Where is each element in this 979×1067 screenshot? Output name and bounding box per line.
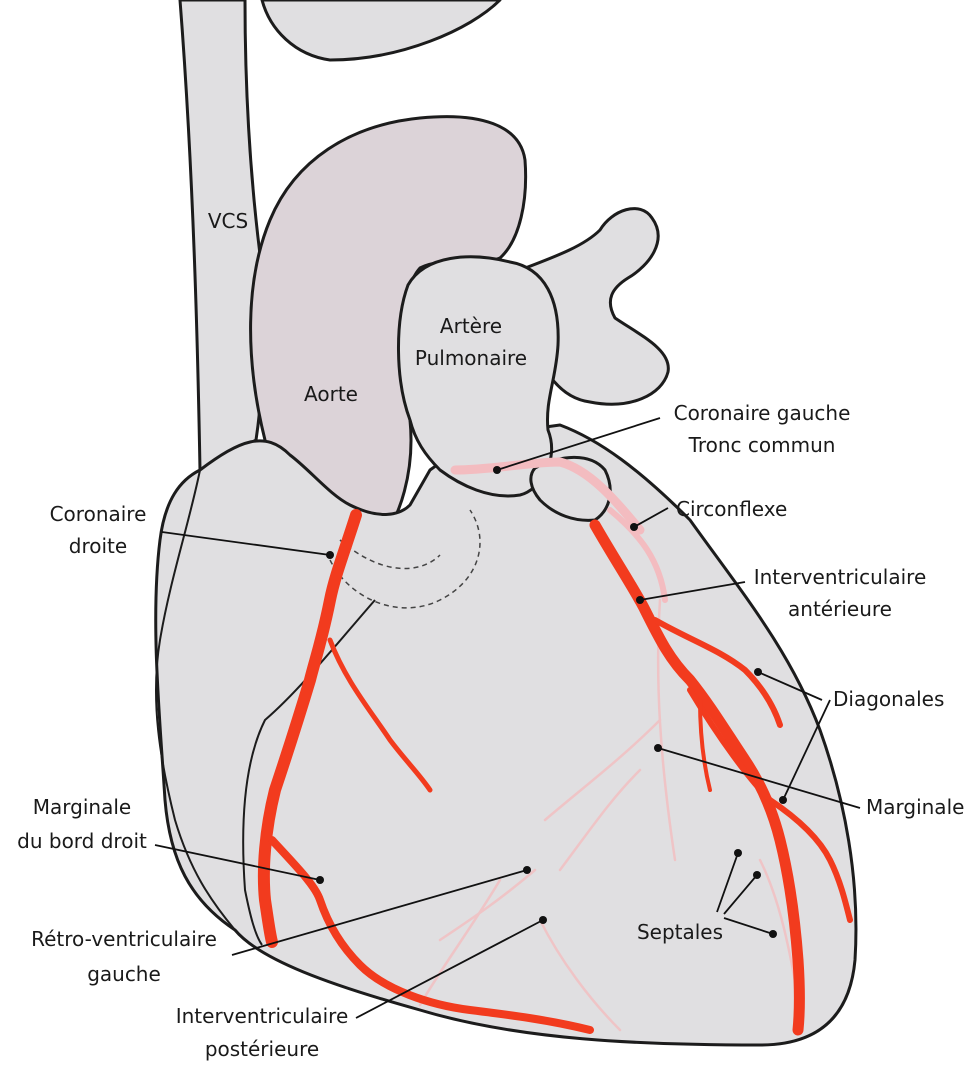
label-coronaire-droite-2: droite <box>69 534 127 558</box>
label-artere-pulmonaire-2: Pulmonaire <box>415 346 527 370</box>
label-aorte: Aorte <box>304 382 358 406</box>
label-retro-ventriculaire-2: gauche <box>87 962 161 986</box>
dot-septales-1 <box>734 849 742 857</box>
dot-septales-2 <box>753 871 761 879</box>
label-iva-1: Interventriculaire <box>754 565 927 589</box>
label-coronaire-gauche-2: Tronc commun <box>688 433 836 457</box>
label-ivp-1: Interventriculaire <box>176 1004 349 1028</box>
label-diagonales: Diagonales <box>833 687 944 711</box>
label-iva-2: antérieure <box>788 597 892 621</box>
dot-diagonales-1 <box>754 668 762 676</box>
dot-marginale-bord-droit <box>316 876 324 884</box>
dot-circonflexe <box>630 523 638 531</box>
label-ivp-2: postérieure <box>205 1037 319 1061</box>
label-circonflexe: Circonflexe <box>676 497 787 521</box>
dot-ivp <box>539 916 547 924</box>
dot-iva <box>636 596 644 604</box>
label-artere-pulmonaire-1: Artère <box>440 314 502 338</box>
label-retro-ventriculaire-1: Rétro-ventriculaire <box>31 927 217 951</box>
label-marginale: Marginale <box>866 795 964 819</box>
dot-diagonales-2 <box>779 796 787 804</box>
label-coronaire-droite-1: Coronaire <box>50 502 147 526</box>
label-marginale-bord-droit-1: Marginale <box>33 795 131 819</box>
label-septales: Septales <box>637 920 723 944</box>
upper-vessel <box>262 0 500 60</box>
dot-retro-ventriculaire <box>523 866 531 874</box>
dot-marginale <box>654 744 662 752</box>
dot-coronaire-gauche <box>493 466 501 474</box>
label-vcs: VCS <box>208 209 248 233</box>
dot-septales-3 <box>769 930 777 938</box>
superior-vena-cava <box>180 0 264 470</box>
dot-coronaire-droite <box>326 551 334 559</box>
label-marginale-bord-droit-2: du bord droit <box>17 829 147 853</box>
label-coronaire-gauche-1: Coronaire gauche <box>674 401 851 425</box>
